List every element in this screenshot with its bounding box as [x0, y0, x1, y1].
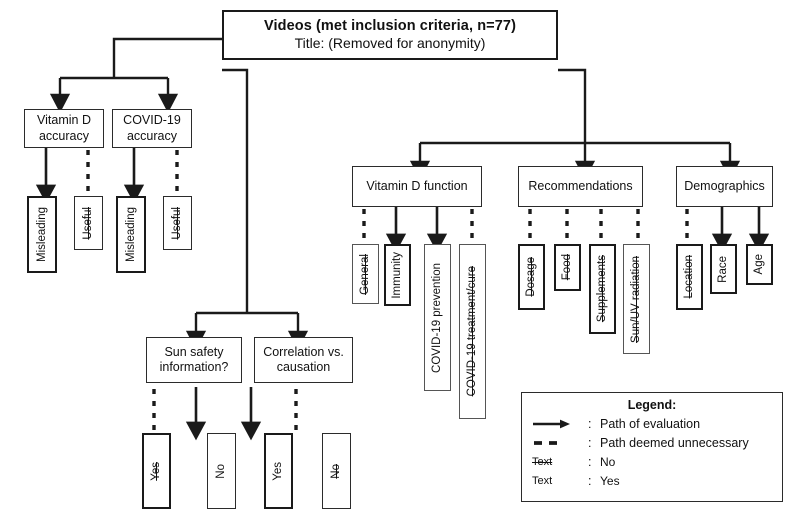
covid19-accuracy-line1: COVID-19	[123, 113, 181, 128]
leaf-label: No	[215, 463, 228, 479]
vitamin-d-function-label: Vitamin D function	[366, 178, 468, 193]
legend-separator: :	[588, 473, 592, 488]
legend-row-path-of-evaluation: : Path of evaluation	[522, 414, 782, 433]
leaf-label: Yes	[272, 461, 285, 481]
legend-separator: :	[588, 416, 592, 431]
legend-value: Yes	[600, 473, 620, 488]
legend-value: Path deemed unnecessary	[600, 435, 749, 450]
leaf-label: Dosage	[525, 257, 538, 297]
sun-safety-line2: information?	[159, 360, 229, 374]
leaf-misleading-vitamin-d: Misleading	[27, 196, 57, 273]
leaf-sun-uv-radiation: Sun/UV radiation	[623, 244, 650, 354]
leaf-covid19-treatment-cure: COVID-19 treatment/cure	[459, 244, 486, 419]
legend-sample-text-plain: Text	[532, 474, 553, 487]
legend-key-solid-arrow	[532, 419, 588, 429]
box-covid19-accuracy: COVID-19 accuracy	[112, 109, 192, 148]
correlation-line1: Correlation vs.	[263, 344, 344, 359]
leaf-label: Immunity	[391, 251, 404, 299]
leaf-label: Useful	[171, 206, 184, 240]
legend-value: Path of evaluation	[600, 416, 701, 431]
leaf-food: Food	[554, 244, 581, 291]
leaf-misleading-covid19: Misleading	[116, 196, 146, 273]
legend-row-path-deemed-unnecessary: : Path deemed unnecessary	[522, 433, 782, 452]
leaf-label: Sun/UV radiation	[630, 255, 643, 343]
leaf-supplements: Supplements	[589, 244, 616, 334]
legend-box: Legend: : Path of evaluation	[521, 392, 783, 502]
leaf-sun-safety-yes: Yes	[142, 433, 171, 509]
covid19-accuracy-line2: accuracy	[126, 128, 178, 143]
box-sun-safety-information: Sun safety information?	[146, 337, 242, 383]
leaf-label: Misleading	[124, 207, 137, 262]
leaf-general: General	[352, 244, 379, 304]
leaf-covid19-prevention: COVID-19 prevention	[424, 244, 451, 391]
sun-safety-line1: Sun safety	[164, 344, 224, 359]
leaf-useful-covid19: Useful	[163, 196, 192, 250]
root-box-videos: Videos (met inclusion criteria, n=77) Ti…	[222, 10, 558, 60]
leaf-label: COVID-19 treatment/cure	[466, 266, 479, 397]
leaf-label: Yes	[150, 461, 163, 481]
leaf-label: Useful	[82, 206, 95, 240]
leaf-label: Race	[717, 255, 730, 283]
leaf-race: Race	[710, 244, 737, 294]
leaf-label: COVID-19 prevention	[431, 262, 444, 373]
leaf-label: Age	[753, 254, 766, 275]
box-correlation-vs-causation: Correlation vs. causation	[254, 337, 353, 383]
root-title-line2: Title: (Removed for anonymity)	[294, 35, 486, 52]
correlation-line2: causation	[276, 360, 331, 374]
leaf-label: Misleading	[35, 207, 48, 262]
solid-arrow-icon	[532, 419, 572, 429]
box-vitamin-d-accuracy: Vitamin D accuracy	[24, 109, 104, 148]
legend-separator: :	[588, 435, 592, 450]
vitamin-d-accuracy-line1: Vitamin D	[37, 113, 91, 128]
legend-key-text-struck: Text	[532, 456, 588, 468]
box-vitamin-d-function: Vitamin D function	[352, 166, 482, 207]
leaf-immunity: Immunity	[384, 244, 411, 306]
leaf-age: Age	[746, 244, 773, 285]
leaf-correlation-yes: Yes	[264, 433, 293, 509]
legend-value: No	[600, 454, 616, 469]
leaf-sun-safety-no: No	[207, 433, 236, 509]
leaf-label: Location	[683, 255, 696, 299]
leaf-label: No	[330, 463, 343, 479]
dashed-arrow-icon	[532, 438, 572, 448]
legend-row-yes: Text : Yes	[522, 471, 782, 490]
recommendations-label: Recommendations	[528, 178, 633, 193]
legend-row-no: Text : No	[522, 452, 782, 471]
legend-title: Legend:	[627, 398, 677, 412]
leaf-label: Food	[561, 254, 574, 281]
box-recommendations: Recommendations	[518, 166, 643, 207]
leaf-label: General	[359, 253, 372, 295]
legend-key-text-plain: Text	[532, 475, 588, 487]
leaf-useful-vitamin-d: Useful	[74, 196, 103, 250]
demographics-label: Demographics	[684, 178, 765, 193]
leaf-dosage: Dosage	[518, 244, 545, 310]
legend-rows: : Path of evaluation : Path deemed unnec…	[522, 414, 782, 490]
leaf-location: Location	[676, 244, 703, 310]
legend-key-dashed-arrow	[532, 438, 588, 448]
legend-sample-text-struck: Text	[532, 455, 553, 468]
leaf-correlation-no: No	[322, 433, 351, 509]
root-title-line1: Videos (met inclusion criteria, n=77)	[263, 17, 517, 34]
vitamin-d-accuracy-line2: accuracy	[38, 128, 90, 143]
legend-separator: :	[588, 454, 592, 469]
box-demographics: Demographics	[676, 166, 773, 207]
leaf-label: Supplements	[596, 255, 609, 323]
